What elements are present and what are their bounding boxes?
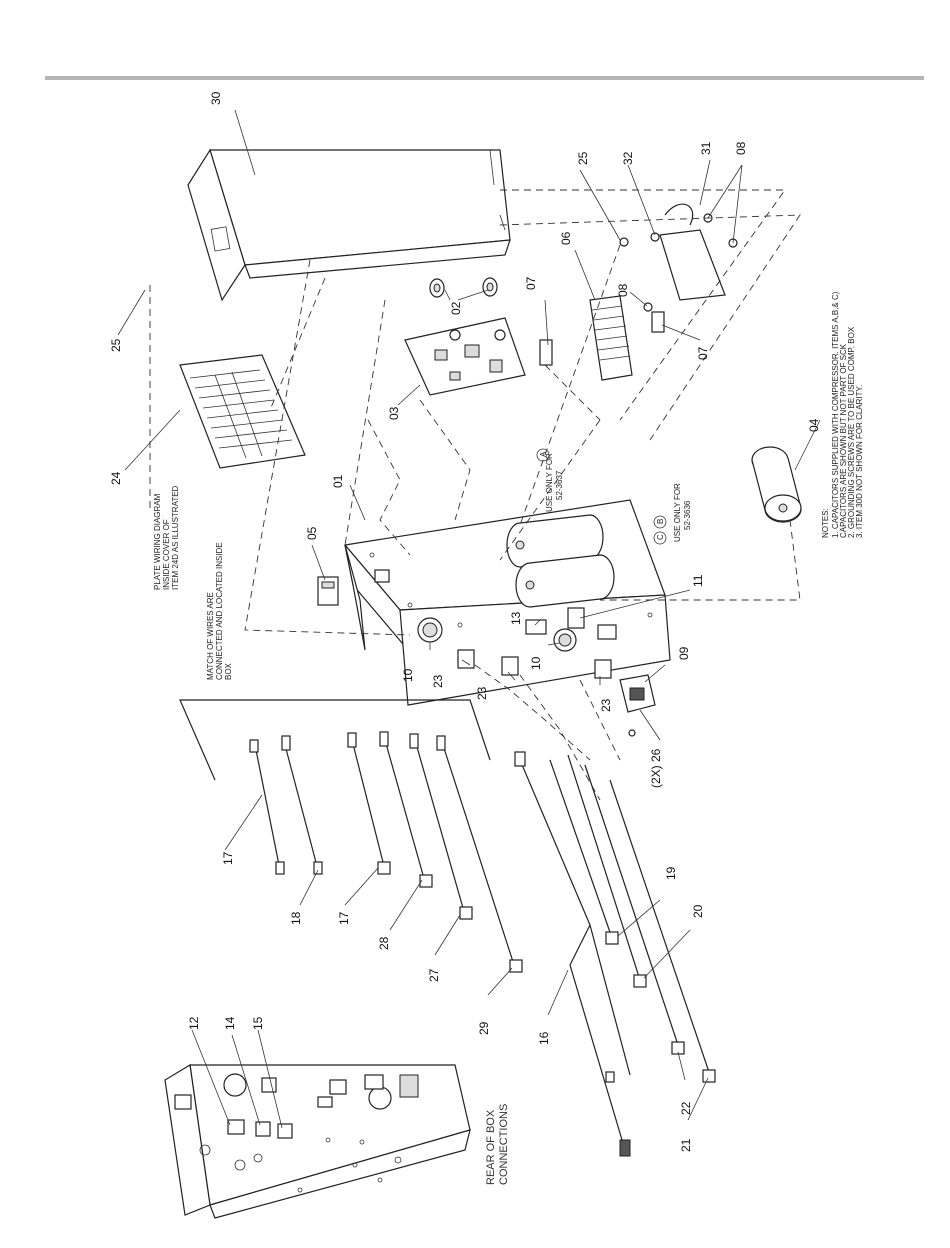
part-relay — [317, 576, 339, 606]
capacitor-marks: A B C — [536, 448, 667, 545]
part-capacitors — [506, 514, 615, 608]
notes-line-3: 2. GROUNDING SCREWS ARE TO BE USED COMP.… — [847, 326, 856, 538]
part-grommets — [429, 277, 498, 298]
callout-25a: 25 — [109, 338, 123, 352]
callout-03: 03 — [387, 406, 401, 420]
part-terminal-block — [589, 295, 633, 381]
wire-match-bracket — [179, 699, 491, 781]
callout-11: 11 — [691, 574, 705, 587]
callout-02: 02 — [449, 301, 463, 315]
callout-20: 20 — [691, 904, 705, 918]
leader-lines — [117, 109, 821, 1129]
callout-23c: 23 — [599, 698, 613, 712]
notes-line-4: 3. ITEM 30D NOT SHOWN FOR CLARITY. — [855, 385, 864, 538]
note-wiring-plate-1: PLATE WIRING DIAGRAM — [153, 493, 162, 590]
callout-22: 22 — [679, 1101, 693, 1115]
note-use-only-bc-2: 52-3636 — [683, 500, 692, 530]
callout-14: 14 — [223, 1016, 237, 1030]
callout-10a: 10 — [401, 668, 415, 682]
callout-13: 13 — [509, 611, 523, 625]
callout-07a: 07 — [524, 276, 538, 290]
callout-06: 06 — [559, 231, 573, 245]
callout-17b: 17 — [337, 911, 351, 925]
callout-31: 31 — [699, 141, 713, 155]
part-bracket — [619, 203, 726, 312]
notes-block: NOTES: 1. CAPACITORS SUPPLIED WITH COMPR… — [821, 291, 864, 538]
part-control-board — [404, 317, 526, 396]
callout-05: 05 — [305, 526, 319, 540]
part-jumper-bar-b — [651, 311, 665, 333]
note-match-wires-3: BOX — [224, 662, 233, 680]
callout-08b: 08 — [616, 283, 630, 297]
part-jumper-bar-a — [539, 339, 553, 366]
callout-27: 27 — [427, 968, 441, 982]
part-screw-26 — [628, 729, 636, 737]
notes-line-1: 1. CAPACITORS SUPPLIED WITH COMPRESSOR. … — [831, 291, 840, 538]
callout-25b: 25 — [576, 151, 590, 165]
part-wiring-plate — [179, 354, 306, 469]
note-match-wires-1: MATCH OF WIRES ARE — [206, 592, 215, 680]
notes-title: NOTES: — [821, 508, 830, 538]
callout-29: 29 — [477, 1021, 491, 1035]
callout-01: 01 — [331, 474, 345, 488]
note-use-only-a-2: 52-3637 — [555, 470, 564, 500]
note-wiring-plate-2: INSIDE COVER OF — [162, 519, 171, 590]
note-match-wires-2: CONNECTED AND LOCATED INSIDE — [215, 542, 224, 680]
mark-a: A — [539, 451, 548, 457]
note-use-only-a-1: USE ONLY FOR — [545, 453, 554, 512]
note-rear-box-1: REAR OF BOX — [485, 1109, 497, 1185]
note-use-only-bc-1: USE ONLY FOR — [673, 483, 682, 542]
callout-19: 19 — [664, 866, 678, 880]
note-wiring-plate-3: ITEM 24D AS ILLUSTRATED — [171, 485, 180, 590]
callout-04: 04 — [807, 418, 821, 432]
callout-17a: 17 — [221, 851, 235, 865]
callout-28: 28 — [377, 936, 391, 950]
assembly-lines — [149, 189, 801, 801]
mark-b: B — [656, 519, 665, 524]
mark-c: C — [656, 534, 665, 540]
part-connector-c — [594, 659, 612, 679]
part-connector-b — [501, 656, 519, 676]
part-circuit-breaker — [619, 674, 656, 713]
callout-24: 24 — [109, 471, 123, 485]
callout-30: 30 — [209, 91, 223, 105]
callout-26: (2X) 26 — [649, 748, 663, 788]
note-rear-box-2: CONNECTIONS — [498, 1104, 510, 1185]
part-wire-harnesses — [249, 731, 716, 1157]
part-connector-a — [457, 649, 475, 669]
callout-07b: 07 — [696, 346, 710, 360]
part-rear-box — [164, 1064, 471, 1219]
callout-15: 15 — [251, 1016, 265, 1030]
notes-line-2: CAPACITORS ARE SHOWN BUT NOT PART OF SCK — [839, 343, 848, 538]
callout-16: 16 — [537, 1031, 551, 1045]
callout-23a: 23 — [431, 674, 445, 688]
part-cover — [187, 148, 511, 302]
callout-21: 21 — [679, 1138, 693, 1152]
callout-32: 32 — [621, 151, 635, 165]
callout-23b: 23 — [475, 686, 489, 700]
annotations: USE ONLY FOR 52-3637 USE ONLY FOR 52-363… — [153, 453, 692, 1185]
callout-18: 18 — [289, 911, 303, 925]
callout-08a: 08 — [734, 141, 748, 155]
callout-09: 09 — [677, 646, 691, 660]
callout-labels: 30 25 24 01 03 02 07 06 25 32 31 08 08 0… — [109, 91, 821, 1152]
part-run-capacitor — [751, 446, 802, 523]
callout-12: 12 — [187, 1016, 201, 1030]
callout-10b: 10 — [529, 656, 543, 670]
